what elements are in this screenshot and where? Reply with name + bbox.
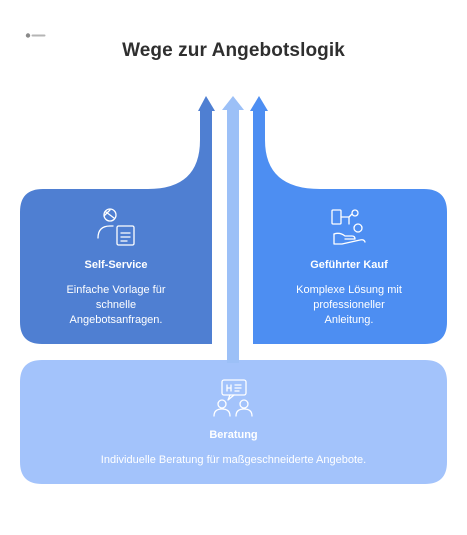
beratung-card — [20, 360, 447, 484]
self-service-description: Einfache Vorlage für schnelle Angebotsan… — [30, 283, 202, 328]
self-service-title: Self-Service — [84, 259, 148, 271]
gefuehrter-kauf-arrow-head — [250, 96, 268, 111]
gefuehrter-kauf-description: Komplexe Lösung mit professioneller Anle… — [263, 283, 435, 328]
self-service-arrow-head — [198, 96, 215, 111]
hand-flowchart-icon — [331, 209, 366, 245]
center-arrow-shaft — [227, 107, 239, 363]
brand-logo — [25, 33, 46, 38]
page-title: Wege zur Angebotslogik — [122, 40, 345, 61]
self-service-card — [20, 108, 212, 344]
beratung-description: Individuelle Beratung für maßgeschneider… — [100, 454, 367, 466]
gefuehrter-kauf-description-line: Anleitung. — [324, 314, 374, 326]
two-people-chat-icon — [213, 379, 253, 417]
gefuehrter-kauf-description-line: professioneller — [313, 299, 385, 311]
self-service-description-line: schnelle — [95, 299, 137, 311]
self-service-description-line: Einfache Vorlage für — [66, 284, 166, 296]
gefuehrter-kauf-description-line: Komplexe Lösung mit — [296, 284, 402, 296]
self-service-description-line: Angebotsanfragen. — [69, 314, 163, 326]
center-arrow-head — [222, 96, 244, 110]
gefuehrter-kauf-card — [253, 108, 447, 344]
beratung-title: Beratung — [209, 429, 258, 441]
gefuehrter-kauf-title: Geführter Kauf — [310, 259, 388, 271]
person-document-icon — [97, 208, 135, 246]
